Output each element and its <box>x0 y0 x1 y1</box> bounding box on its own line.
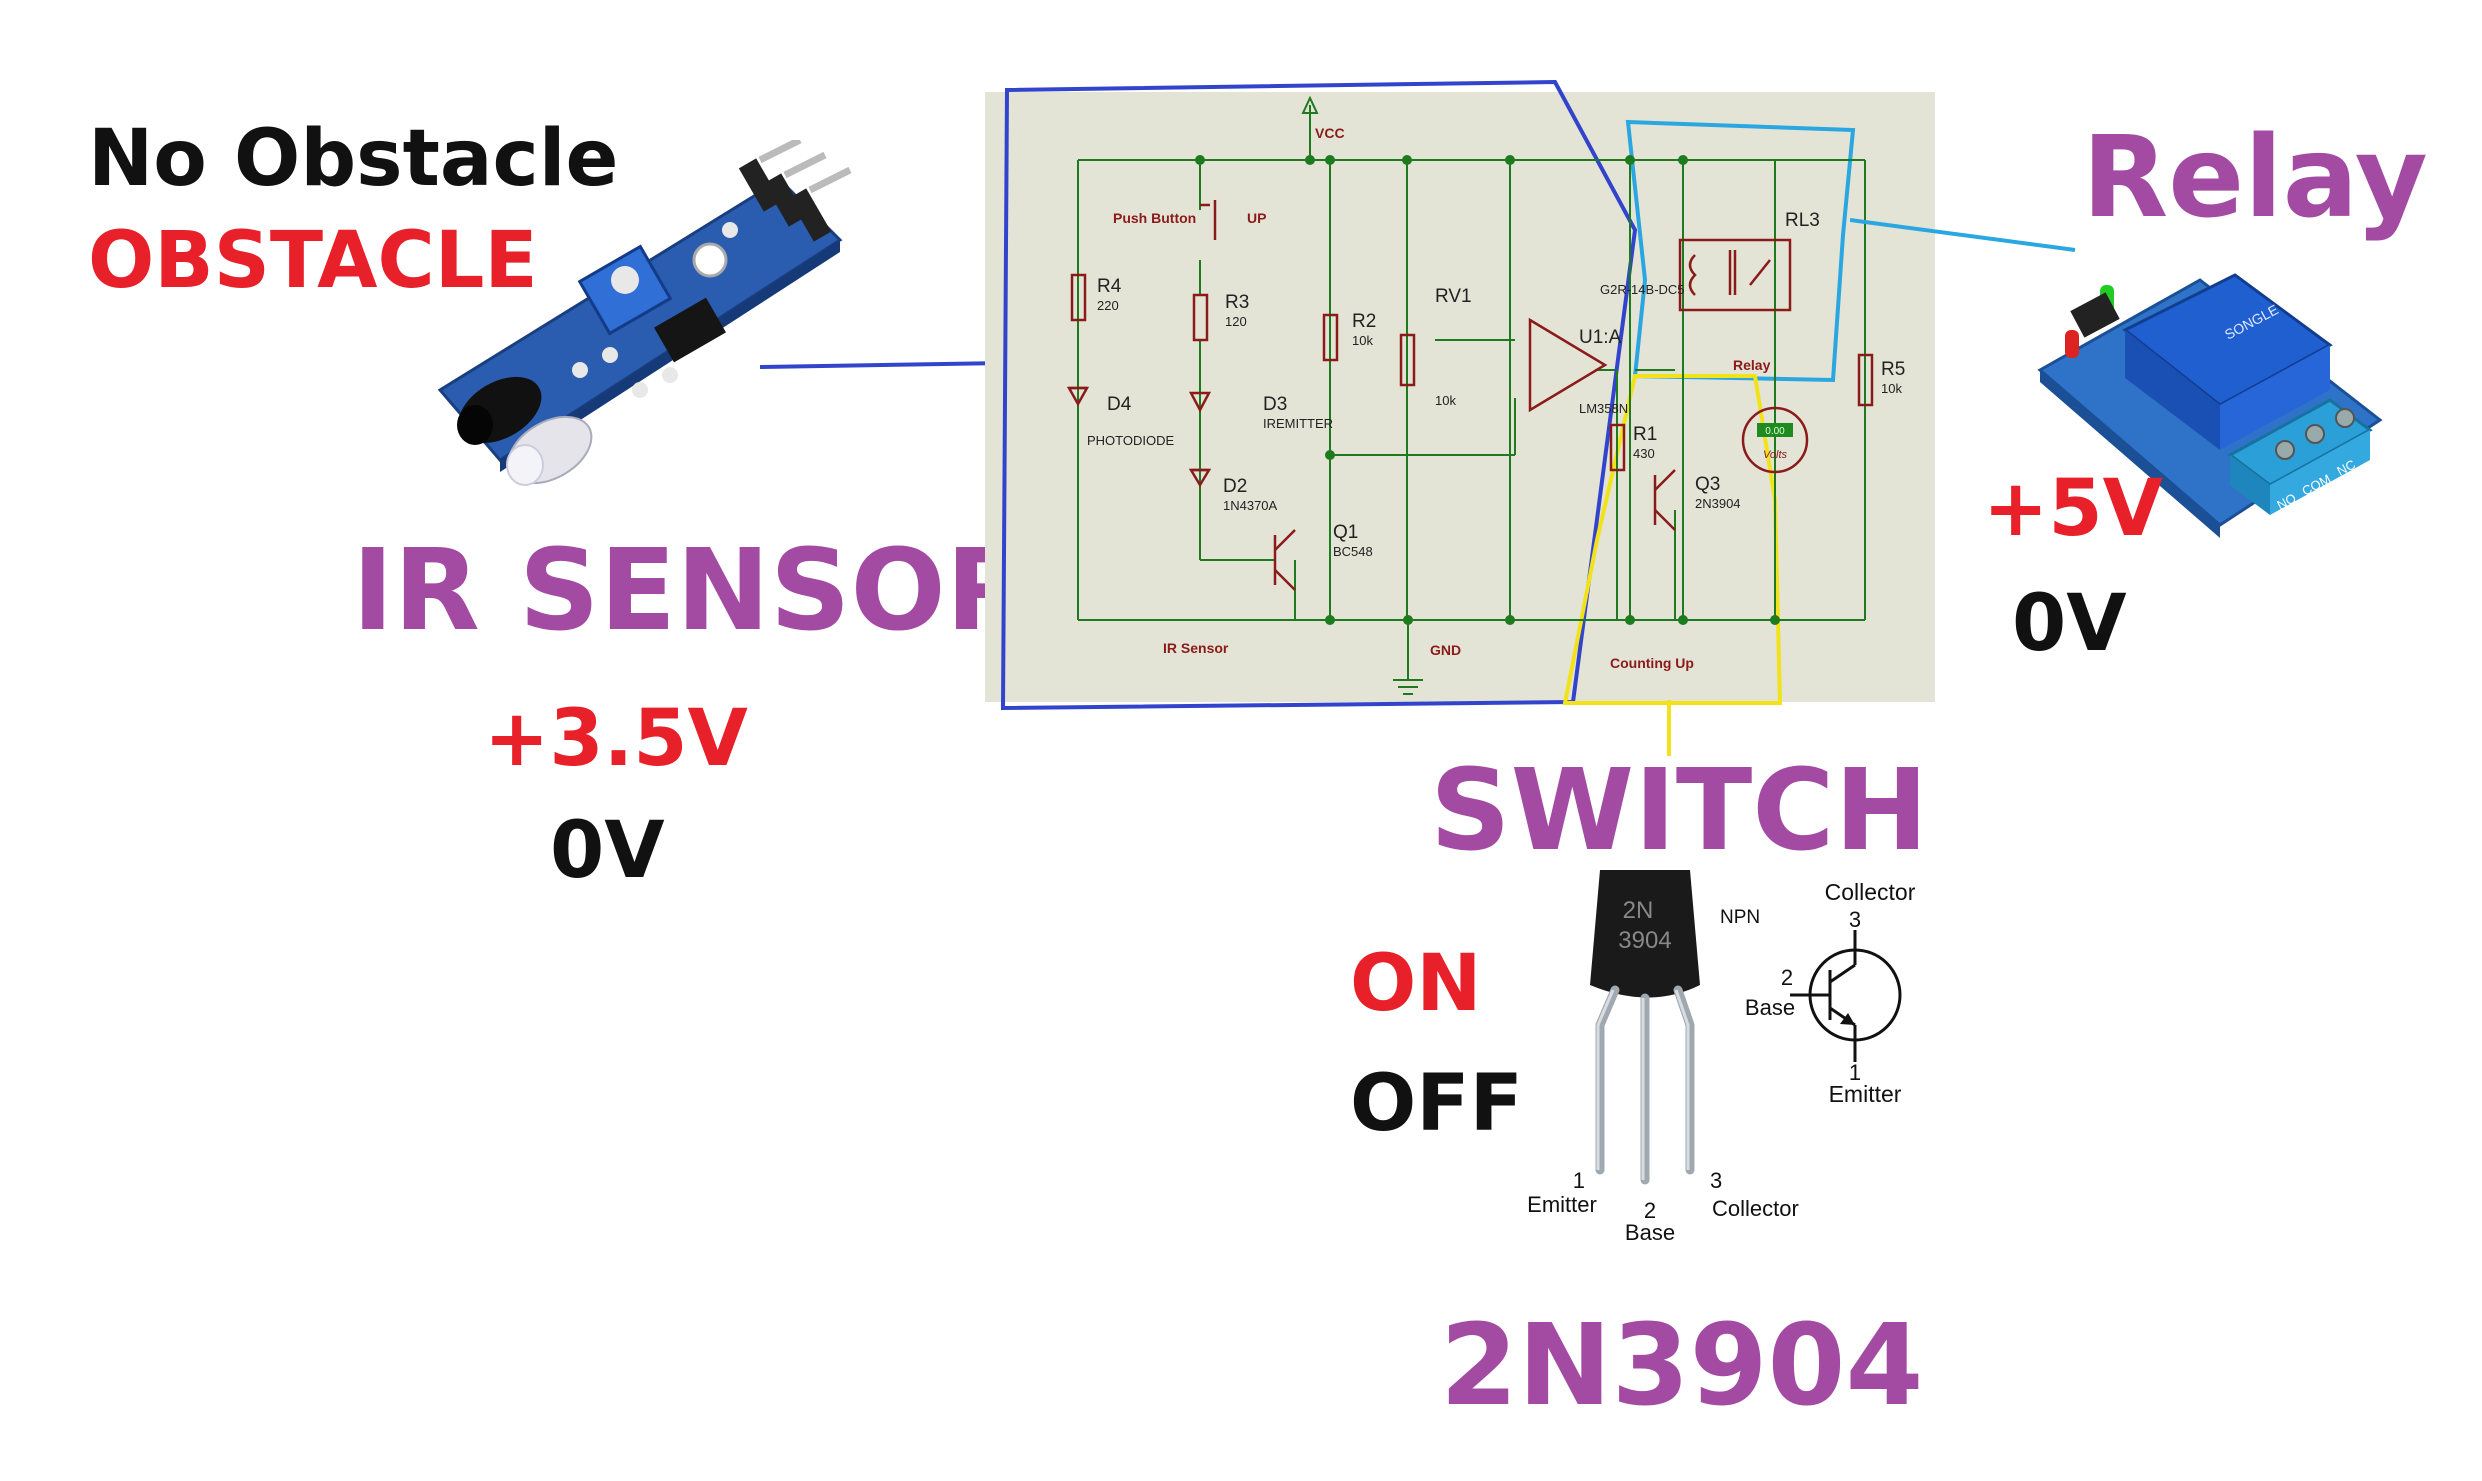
package-marking-line2: 3904 <box>1618 927 1671 954</box>
d3-value: IREMITTER <box>1263 416 1333 431</box>
q3-ref: Q3 <box>1695 474 1720 495</box>
vcc-label: VCC <box>1315 125 1345 141</box>
d4-value: PHOTODIODE <box>1087 433 1174 448</box>
package-pin3-name: Collector <box>1712 1196 1799 1221</box>
r4-value: 220 <box>1097 298 1119 313</box>
package-pin2-name: Base <box>1625 1220 1675 1245</box>
ir-sensor-title: IR SENSOR <box>352 526 1032 656</box>
voltmeter-unit: Volts <box>1763 449 1788 461</box>
symbol-emitter-name: Emitter <box>1829 1081 1902 1107</box>
switch-state-on: ON <box>1350 939 1482 1029</box>
ir-sensor-region-outline <box>1000 80 1638 711</box>
gnd-label: GND <box>1430 642 1461 658</box>
r5-ref: R5 <box>1881 359 1905 380</box>
rv1-ref: RV1 <box>1435 286 1472 307</box>
switch-connector-line <box>1667 700 1671 756</box>
ir-sensor-module-image <box>437 140 852 486</box>
symbol-collector-num: 3 <box>1849 907 1861 932</box>
relay-voltage-low: 0V <box>2012 579 2127 669</box>
obstacle-label: OBSTACLE <box>88 216 538 306</box>
q1-ref: Q1 <box>1333 522 1358 543</box>
package-pin1-num: 1 <box>1573 1168 1585 1193</box>
package-pin2-num: 2 <box>1644 1198 1656 1223</box>
d2-ref: D2 <box>1223 476 1247 497</box>
relay-region-outline <box>1625 119 1856 383</box>
up-label: UP <box>1247 210 1266 226</box>
switch-state-off: OFF <box>1350 1059 1523 1149</box>
symbol-emitter-num: 1 <box>1849 1060 1861 1085</box>
r2-ref: R2 <box>1352 311 1376 332</box>
counting-up-label: Counting Up <box>1610 655 1694 671</box>
ir-sensor-voltage-high: +3.5V <box>484 694 748 784</box>
package-pin3-num: 3 <box>1710 1168 1722 1193</box>
r5-value: 10k <box>1881 381 1902 396</box>
d4-ref: D4 <box>1107 394 1132 415</box>
u1-ref: U1:A <box>1579 327 1622 348</box>
rv1-value: 10k <box>1435 393 1456 408</box>
voltmeter-reading: 0.00 <box>1765 426 1785 437</box>
ir-sensor-schematic-label: IR Sensor <box>1163 640 1229 656</box>
q3-value: 2N3904 <box>1695 496 1741 511</box>
sensor-connector-line <box>760 361 1006 369</box>
u1-value: LM358N <box>1579 401 1628 416</box>
q1-value: BC548 <box>1333 544 1373 559</box>
relay-voltage-high: +5V <box>1983 464 2163 554</box>
no-obstacle-label: No Obstacle <box>88 114 619 204</box>
switch-region-outline <box>1562 374 1783 705</box>
transistor-part-number: 2N3904 <box>1440 1301 1924 1431</box>
switch-title: SWITCH <box>1430 746 1929 876</box>
symbol-base-num: 2 <box>1781 965 1793 990</box>
relay-schematic-label: Relay <box>1733 357 1771 373</box>
npn-transistor-symbol: Collector 3 2 Base 1 Emitter <box>1745 879 1916 1107</box>
package-marking-line1: 2N <box>1623 897 1654 924</box>
rl3-value: G2R-14B-DC5 <box>1600 282 1685 297</box>
circuit-schematic: 0.00 Volts VCC GND Push Button UP IR Sen… <box>985 80 1935 711</box>
r3-value: 120 <box>1225 314 1247 329</box>
r1-ref: R1 <box>1633 424 1657 445</box>
relay-title: Relay <box>2082 113 2428 243</box>
package-pin1-name: Emitter <box>1527 1192 1597 1217</box>
d2-value: 1N4370A <box>1223 498 1278 513</box>
ir-sensor-voltage-low: 0V <box>550 806 665 896</box>
d3-ref: D3 <box>1263 394 1287 415</box>
r3-ref: R3 <box>1225 292 1249 313</box>
relay-connector-line <box>1850 218 2076 252</box>
push-button-label: Push Button <box>1113 210 1196 226</box>
r2-value: 10k <box>1352 333 1373 348</box>
r4-ref: R4 <box>1097 276 1122 297</box>
transistor-package-image: 2N 3904 NPN 1 Emitter 2 Base 3 Collector <box>1527 870 1799 1245</box>
symbol-collector-name: Collector <box>1825 879 1916 905</box>
npn-label: NPN <box>1720 907 1760 928</box>
symbol-base-name: Base <box>1745 995 1795 1020</box>
rl3-ref: RL3 <box>1785 210 1820 231</box>
r1-value: 430 <box>1633 446 1655 461</box>
relay-module-image: SONGLE NO COM NC <box>2037 273 2383 538</box>
